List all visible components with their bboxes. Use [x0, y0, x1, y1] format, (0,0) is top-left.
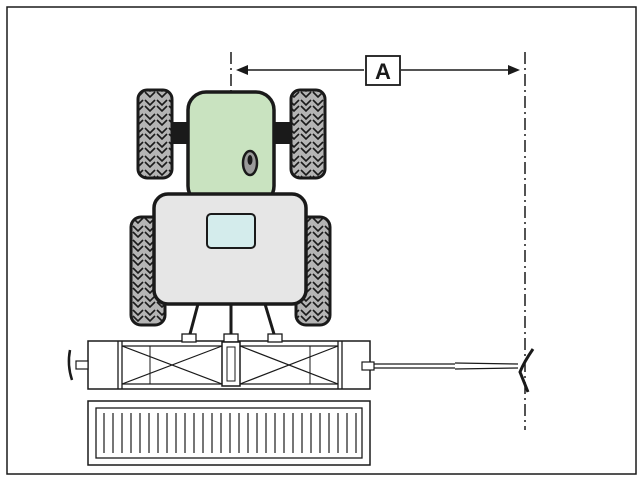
hitch-link-right [263, 303, 276, 335]
dimension-label: A [375, 59, 391, 84]
front-left-wheel [136, 88, 174, 180]
right-marker-disc-icon [518, 348, 535, 393]
tractor [129, 88, 332, 335]
figure-border [6, 6, 637, 475]
rear-window [206, 213, 256, 249]
marker-arm [361, 348, 535, 393]
front-right-wheel [289, 88, 327, 180]
dimension-label-box: A [365, 55, 401, 86]
tractor-hood [186, 90, 276, 206]
left-marker-disc-icon [67, 349, 74, 381]
hitch-link-left [188, 303, 200, 335]
dimension-arrow [236, 65, 520, 75]
implement-frame [67, 333, 371, 390]
tine-rake [87, 400, 371, 466]
